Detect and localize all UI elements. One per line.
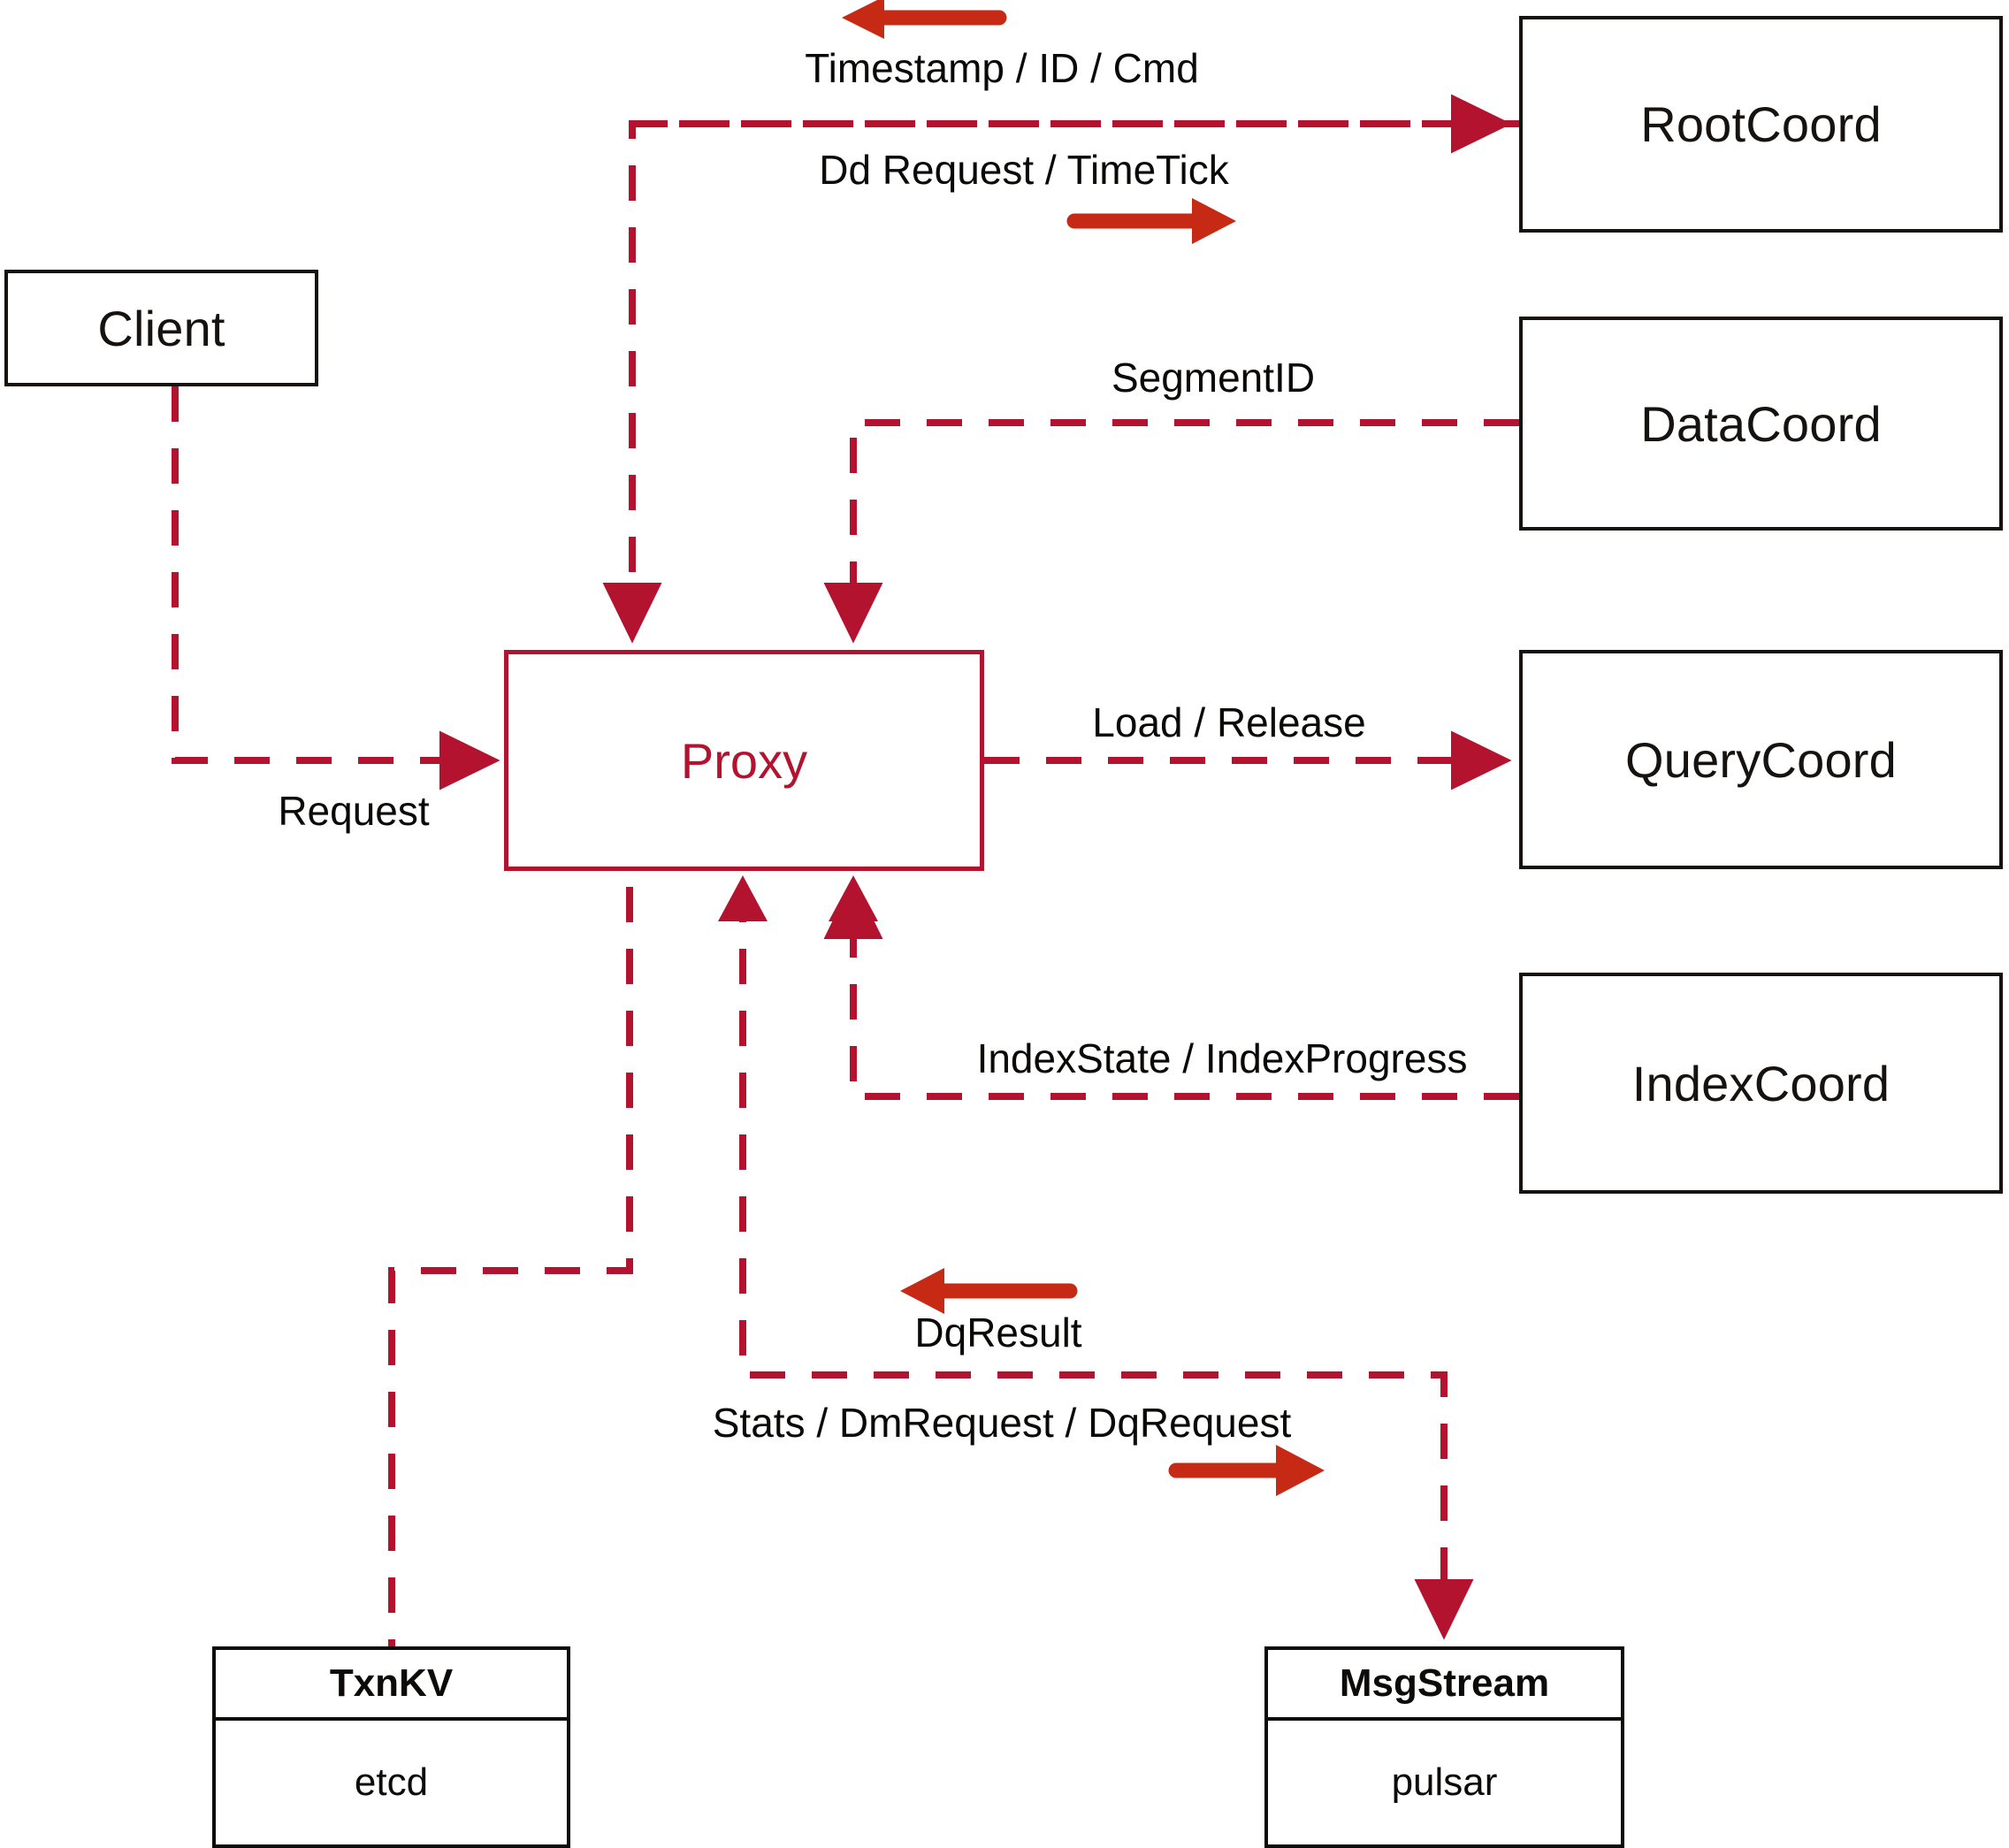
edge-datacoord-to-proxy <box>823 419 1519 644</box>
edge-client-to-proxy <box>172 386 500 790</box>
node-txnkv[interactable]: TxnKV etcd <box>212 1646 570 1848</box>
direction-arrow-timestamp <box>842 0 1007 39</box>
node-querycoord[interactable]: QueryCoord <box>1519 650 2003 869</box>
edge-label-index-state-progress: IndexState / IndexProgress <box>976 1035 1468 1081</box>
node-msgstream-header: MsgStream <box>1268 1650 1621 1721</box>
node-datacoord-label: DataCoord <box>1640 395 1882 452</box>
edge-label-request: Request <box>278 788 430 834</box>
node-proxy[interactable]: Proxy <box>504 650 984 871</box>
node-msgstream[interactable]: MsgStream pulsar <box>1264 1646 1624 1848</box>
direction-arrow-stats-request <box>1168 1445 1325 1496</box>
edge-label-dq-result: DqResult <box>914 1310 1082 1355</box>
edge-label-timestamp-id-cmd: Timestamp / ID / Cmd <box>805 45 1199 91</box>
node-rootcoord-label: RootCoord <box>1640 96 1882 152</box>
edge-label-segment-id: SegmentID <box>1111 355 1316 401</box>
node-indexcoord-label: IndexCoord <box>1631 1055 1891 1111</box>
node-proxy-label: Proxy <box>680 732 808 789</box>
node-msgstream-impl: pulsar <box>1391 1760 1498 1804</box>
node-indexcoord[interactable]: IndexCoord <box>1519 973 2003 1194</box>
direction-arrow-ddrequest <box>1066 198 1236 244</box>
edge-label-stats-dm-dq-request: Stats / DmRequest / DqRequest <box>712 1400 1292 1446</box>
arrowhead-into-proxy-bottom <box>718 875 878 921</box>
node-rootcoord[interactable]: RootCoord <box>1519 16 2003 233</box>
node-txnkv-impl: etcd <box>354 1760 429 1804</box>
edge-label-load-release: Load / Release <box>1092 699 1366 745</box>
node-client-label: Client <box>97 300 225 356</box>
edge-label-dd-request-timetick: Dd Request / TimeTick <box>819 147 1229 193</box>
edge-proxy-to-txnkv <box>388 887 633 1646</box>
edge-rootcoord-to-proxy <box>602 120 1519 644</box>
node-client[interactable]: Client <box>4 270 318 386</box>
edge-proxy-msgstream <box>739 887 1474 1640</box>
direction-arrow-dqresult <box>900 1268 1078 1314</box>
node-txnkv-header: TxnKV <box>216 1650 567 1721</box>
node-datacoord[interactable]: DataCoord <box>1519 317 2003 531</box>
edge-indexcoord-to-proxy <box>823 878 1519 1100</box>
node-querycoord-label: QueryCoord <box>1624 731 1898 788</box>
